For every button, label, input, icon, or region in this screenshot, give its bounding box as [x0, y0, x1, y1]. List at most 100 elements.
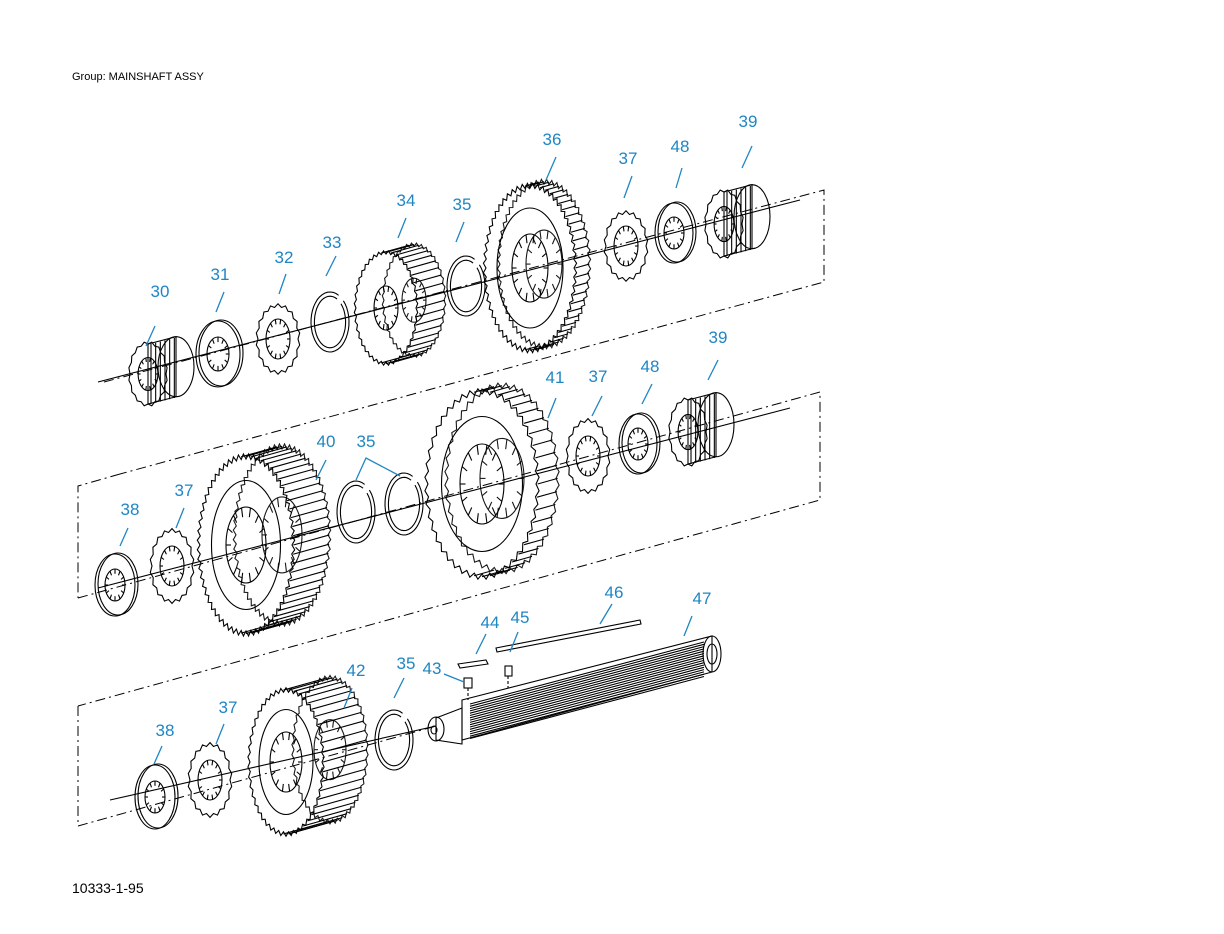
part-34-gear-back: [381, 242, 447, 359]
callout-37: 37: [219, 698, 238, 717]
callout-46: 46: [605, 583, 624, 602]
axis-line-middle: [97, 407, 791, 589]
callout-33: 33: [323, 233, 342, 252]
part-35-snap-ring-b: [336, 480, 376, 544]
callout-37: 37: [175, 481, 194, 500]
part-42-gear-back: [291, 674, 369, 826]
callout-42: 42: [347, 661, 366, 680]
callout-31: 31: [211, 265, 230, 284]
leader-line: [741, 145, 753, 169]
part-33-snap-ring: [310, 291, 350, 353]
part-31-washer: [195, 319, 244, 388]
leader-line: [599, 603, 613, 625]
part-35-snap-ring-d: [374, 709, 414, 771]
leader-line: [325, 255, 337, 277]
callout-41: 41: [546, 368, 565, 387]
axis-line-top: [97, 199, 801, 383]
part-39-clutch-b-face: [668, 397, 708, 467]
axis-line-bottom: [109, 725, 437, 801]
phantom-outline-top: [103, 189, 825, 475]
leader-line: [153, 745, 163, 765]
leader-line-35-double: [355, 457, 401, 481]
phantom-outline-bottom: [77, 706, 437, 827]
part-37-gear-washer-c: [565, 417, 611, 495]
part-40-gear-front: [196, 452, 296, 638]
leader-line-43: [443, 673, 465, 683]
callout-30: 30: [151, 282, 170, 301]
leader-line: [509, 631, 519, 653]
callout-35: 35: [453, 195, 472, 214]
leader-line: [591, 395, 603, 417]
part-45-plug: [504, 665, 513, 688]
callout-32: 32: [275, 248, 294, 267]
part-38-washer: [94, 552, 139, 617]
leader-line: [547, 397, 557, 419]
phantom-outline-middle: [77, 391, 821, 707]
part-37-gear-washer-b: [149, 527, 195, 605]
part-39-clutch-face: [704, 189, 744, 259]
leader-line: [393, 677, 405, 699]
part-34-gear-front: [353, 249, 419, 367]
part-36-gear-front: [482, 182, 578, 354]
callout-34: 34: [397, 191, 416, 210]
part-42-gear-front: [247, 686, 325, 838]
callout-40: 40: [317, 432, 336, 451]
part-47-mainshaft: [427, 635, 722, 745]
part-40-gear: [240, 445, 330, 635]
part-36-gear: [524, 181, 590, 351]
leader-line: [215, 291, 225, 313]
part-30-clutch-face: [128, 341, 168, 407]
figure-code: 10333-1-95: [72, 880, 144, 896]
callout-labels: 30 31 32 33 34 35 36 37 48 39 39 41 37 48 40 35 37 38 46 47…: [119, 112, 758, 765]
callout-47: 47: [693, 589, 712, 608]
callout-37: 37: [619, 149, 638, 168]
leader-line: [215, 723, 225, 745]
part-46-key: [495, 619, 642, 653]
leader-line: [397, 217, 407, 239]
leader-line: [119, 527, 129, 547]
leader-line: [455, 221, 465, 243]
leader-line: [278, 273, 287, 295]
part-41-gear: [473, 385, 558, 578]
part-43-screw: [463, 677, 473, 700]
part-39-clutch: [723, 184, 771, 257]
callout-37: 37: [589, 367, 608, 386]
callout-35: 35: [357, 432, 376, 451]
part-38-washer-b: [134, 763, 179, 830]
callout-36: 36: [543, 130, 562, 149]
part-39-clutch-b: [687, 392, 735, 465]
part-37-gear-washer-d: [187, 741, 233, 819]
callout-35: 35: [397, 654, 416, 673]
part-35-snap-ring-c: [384, 472, 424, 536]
part-36-gear-back: [496, 178, 592, 350]
leader-line: [675, 167, 683, 189]
callout-45: 45: [511, 608, 530, 627]
part-48-washer: [654, 201, 697, 264]
part-41-gear-back: [444, 382, 560, 575]
callout-43: 43: [423, 659, 442, 678]
leader-line: [175, 507, 185, 529]
leader-line: [343, 687, 353, 709]
part-41-gear-front: [424, 387, 540, 581]
leader-line: [545, 156, 557, 181]
leader-line: [145, 325, 156, 347]
part-35-snap-ring: [446, 255, 486, 317]
callout-39: 39: [739, 112, 758, 131]
callout-38: 38: [121, 500, 140, 519]
group-title: Group: MAINSHAFT ASSY: [72, 71, 204, 83]
callout-48: 48: [671, 137, 690, 156]
part-44-key: [457, 659, 489, 669]
callout-39: 39: [709, 328, 728, 347]
diagram-linework: [77, 178, 825, 838]
leader-line: [683, 615, 693, 637]
callout-38: 38: [156, 721, 175, 740]
part-32-gear-washer: [255, 302, 301, 376]
leader-line: [623, 175, 633, 199]
leader-line: [315, 459, 327, 481]
leader-line: [475, 633, 487, 655]
callout-44: 44: [481, 613, 500, 632]
part-37-gear-washer: [603, 209, 649, 283]
callout-48: 48: [641, 357, 660, 376]
part-48-washer-b: [618, 412, 661, 475]
